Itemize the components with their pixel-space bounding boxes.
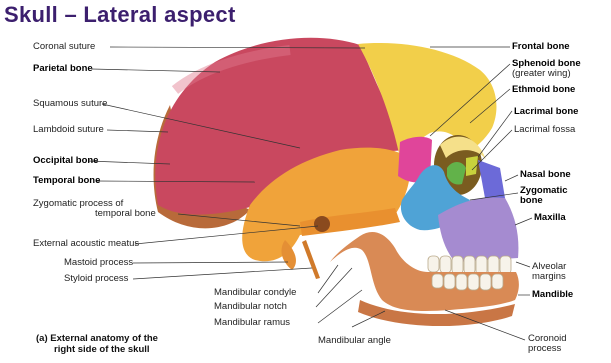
label-frontal-bone: Frontal bone: [512, 42, 570, 52]
label-mastoid-process: Mastoid process: [64, 258, 133, 268]
label-parietal-bone: Parietal bone: [33, 64, 93, 74]
label-mandibular-angle: Mandibular angle: [318, 336, 391, 346]
label-coronoid-process: Coronoid process: [528, 334, 567, 354]
label-lambdoid-suture: Lambdoid suture: [33, 125, 104, 135]
label-ethmoid-bone: Ethmoid bone: [512, 85, 575, 95]
label-zygomatic-process: Zygomatic process of temporal bone: [33, 199, 156, 219]
caption-line2: right side of the skull: [36, 344, 158, 355]
label-mandibular-notch: Mandibular notch: [214, 302, 287, 312]
label-alveolar-margins: Alveolar margins: [532, 262, 566, 282]
label-mandible: Mandible: [532, 290, 573, 300]
label-sphenoid-line2: (greater wing): [512, 69, 581, 79]
label-zygomatic-bone-line2: bone: [520, 196, 568, 206]
label-nasal-bone: Nasal bone: [520, 170, 571, 180]
label-maxilla: Maxilla: [534, 213, 566, 223]
label-coronal-suture: Coronal suture: [33, 42, 95, 52]
label-squamous-suture: Squamous suture: [33, 99, 107, 109]
label-alveolar-line2: margins: [532, 272, 566, 282]
label-lacrimal-bone: Lacrimal bone: [514, 107, 578, 117]
label-mandibular-condyle: Mandibular condyle: [214, 288, 296, 298]
label-styloid-process: Styloid process: [64, 274, 128, 284]
label-occipital-bone: Occipital bone: [33, 156, 98, 166]
label-external-acoustic-meatus: External acoustic meatus: [33, 239, 139, 249]
caption-line1: (a) External anatomy of the: [36, 333, 158, 344]
label-mandibular-ramus: Mandibular ramus: [214, 318, 290, 328]
nasal-bone: [478, 160, 505, 198]
label-coronoid-line2: process: [528, 344, 567, 354]
label-temporal-bone: Temporal bone: [33, 176, 100, 186]
label-zygomatic-process-line2: temporal bone: [33, 209, 156, 219]
styloid-process: [302, 240, 320, 279]
figure-caption: (a) External anatomy of the right side o…: [36, 333, 158, 355]
label-sphenoid-bone: Sphenoid bone (greater wing): [512, 59, 581, 79]
label-lacrimal-fossa: Lacrimal fossa: [514, 125, 575, 135]
label-zygomatic-bone: Zygomatic bone: [520, 186, 568, 206]
acoustic-meatus: [314, 216, 330, 232]
